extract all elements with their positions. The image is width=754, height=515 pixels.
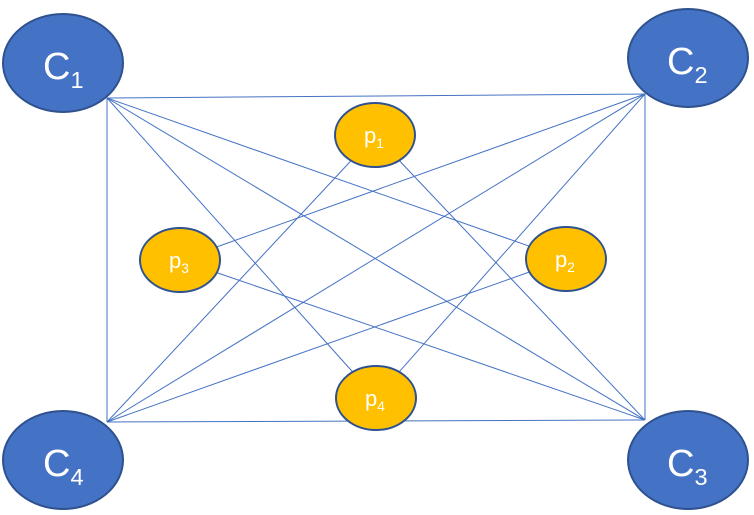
node-p4-letter: p: [365, 386, 377, 411]
node-p4-label: p4: [365, 386, 385, 414]
node-c4: C4: [2, 410, 124, 510]
node-p4-shape: [335, 365, 417, 431]
node-c3: C3: [627, 410, 749, 510]
node-p3-label: p3: [169, 248, 189, 276]
node-c4-letter: C: [43, 443, 70, 485]
node-p3: p3: [139, 227, 221, 293]
node-c3-subscript: 3: [694, 464, 707, 490]
edge-c1-p4: [106, 97, 354, 373]
node-c3-shape: [627, 410, 749, 510]
node-c4-subscript: 4: [70, 464, 83, 490]
node-c3-letter: C: [667, 443, 694, 485]
node-p1-shape: [334, 102, 416, 168]
node-p1-subscript: 1: [376, 136, 384, 151]
node-c1-shape: [2, 13, 124, 113]
node-c3-label: C3: [667, 443, 708, 490]
node-p2-subscript: 2: [567, 260, 575, 275]
edge-c2-p3: [216, 93, 646, 248]
edge-c1-c2: [106, 93, 646, 99]
node-p3-shape: [139, 227, 221, 293]
node-c2-shape: [627, 8, 749, 108]
node-c1-subscript: 1: [70, 67, 83, 93]
node-p3-letter: p: [169, 248, 181, 273]
edge-c4-p2: [106, 271, 530, 423]
edge-c1-c3: [106, 97, 646, 421]
node-p4: p4: [335, 365, 417, 431]
node-c2-label: C2: [667, 41, 708, 88]
node-p2-letter: p: [555, 247, 567, 272]
node-p1: p1: [334, 102, 416, 168]
node-c1-letter: C: [43, 46, 70, 88]
node-p3-subscript: 3: [181, 261, 189, 276]
edge-c4-p1: [106, 160, 352, 423]
edges-layer: [106, 93, 646, 423]
node-p2-shape: [525, 226, 607, 292]
node-c2-letter: C: [667, 41, 694, 83]
node-c4-shape: [2, 410, 124, 510]
node-p1-letter: p: [364, 123, 376, 148]
edge-c2-p4: [398, 93, 646, 373]
edge-c2-c4: [106, 93, 646, 423]
node-c1: C1: [2, 13, 124, 113]
node-p2: p2: [525, 226, 607, 292]
node-c1-label: C1: [43, 46, 84, 93]
node-c2: C2: [627, 8, 749, 108]
node-p4-subscript: 4: [377, 399, 385, 414]
node-p2-label: p2: [555, 247, 575, 275]
edge-c3-p3: [216, 272, 646, 421]
edge-c1-p2: [106, 97, 530, 247]
node-p1-label: p1: [364, 123, 384, 151]
edge-c3-p1: [398, 160, 646, 421]
node-c2-subscript: 2: [694, 62, 707, 88]
node-c4-label: C4: [43, 443, 84, 490]
